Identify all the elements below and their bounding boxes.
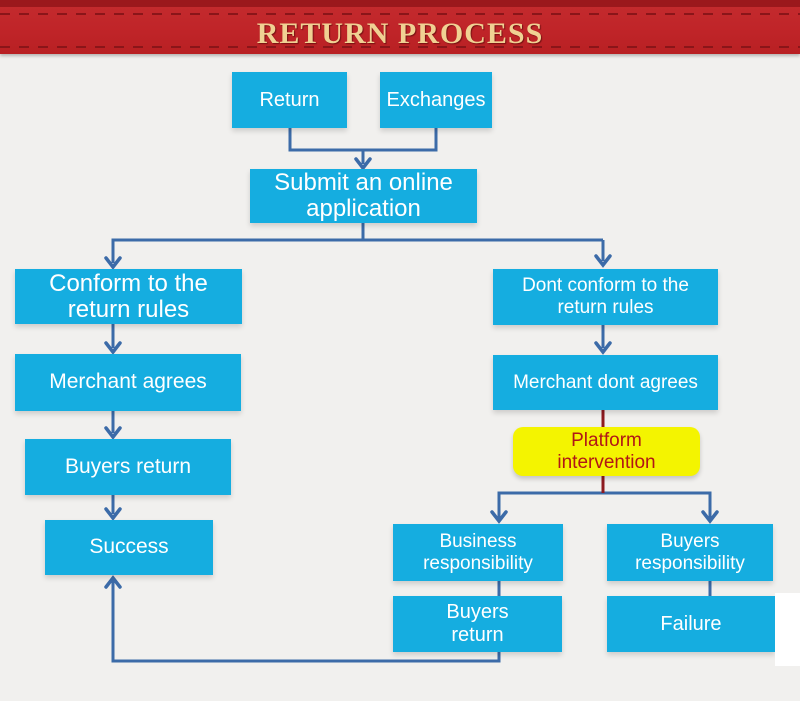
stitch-line-top xyxy=(0,13,800,15)
node-business-responsibility: Business responsibility xyxy=(393,524,563,581)
node-success: Success xyxy=(45,520,213,575)
node-submit-application: Submit an online application xyxy=(250,169,477,223)
node-return: Return xyxy=(232,72,347,128)
node-buyers-return-2: Buyers return xyxy=(393,596,562,652)
node-buyers-responsibility: Buyers responsibility xyxy=(607,524,773,581)
page-title: RETURN PROCESS xyxy=(256,17,544,50)
stitch-line-bottom xyxy=(0,46,800,48)
node-merchant-dont-agrees: Merchant dont agrees xyxy=(493,355,718,410)
node-conform-rules: Conform to the return rules xyxy=(15,269,242,324)
header-banner: RETURN PROCESS xyxy=(0,0,800,54)
node-buyers-return: Buyers return xyxy=(25,439,231,495)
node-exchanges: Exchanges xyxy=(380,72,492,128)
node-failure: Failure xyxy=(607,596,775,652)
node-dont-conform-rules: Dont conform to the return rules xyxy=(493,269,718,325)
node-platform-intervention: Platform intervention xyxy=(513,427,700,476)
node-merchant-agrees: Merchant agrees xyxy=(15,354,241,411)
background-white-patch xyxy=(775,593,800,666)
